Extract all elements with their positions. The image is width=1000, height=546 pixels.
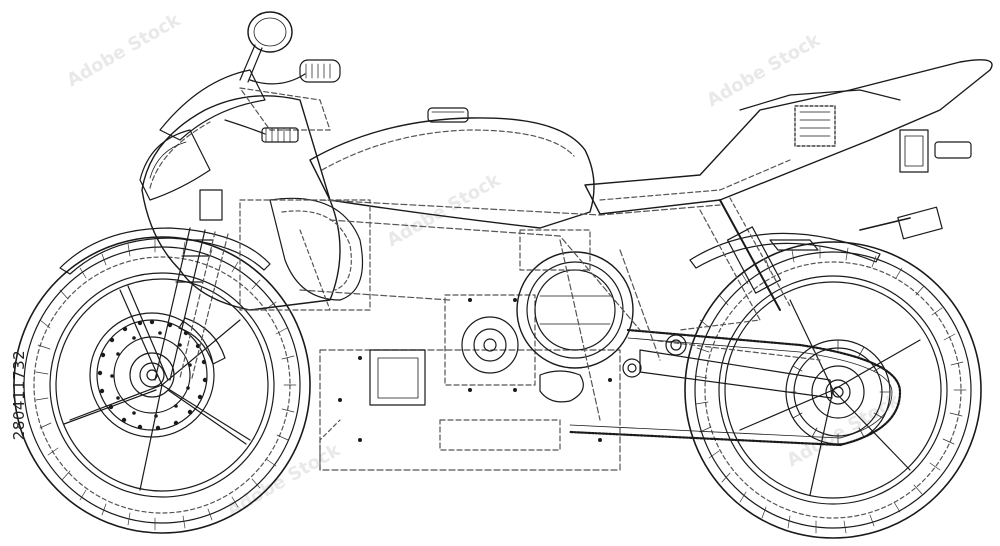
- frame-lines: [299, 199, 721, 421]
- swingarm: [622, 334, 833, 399]
- stock-id-text: 280411732: [10, 349, 28, 441]
- engine-block: [319, 229, 634, 471]
- seat-and-tail: [584, 59, 993, 215]
- handlebars: [224, 11, 341, 143]
- front-fender: [59, 227, 271, 275]
- front-fork: [154, 189, 229, 381]
- rear-shock: [679, 197, 943, 331]
- front-fairing: [139, 69, 371, 311]
- rear-fender: [689, 232, 881, 269]
- stock-id-label: 280411732: [4, 280, 34, 510]
- front-wheel: [13, 236, 311, 534]
- drive-chain: [568, 328, 902, 447]
- rear-wheel: [684, 241, 982, 539]
- fuel-tank: [309, 107, 595, 229]
